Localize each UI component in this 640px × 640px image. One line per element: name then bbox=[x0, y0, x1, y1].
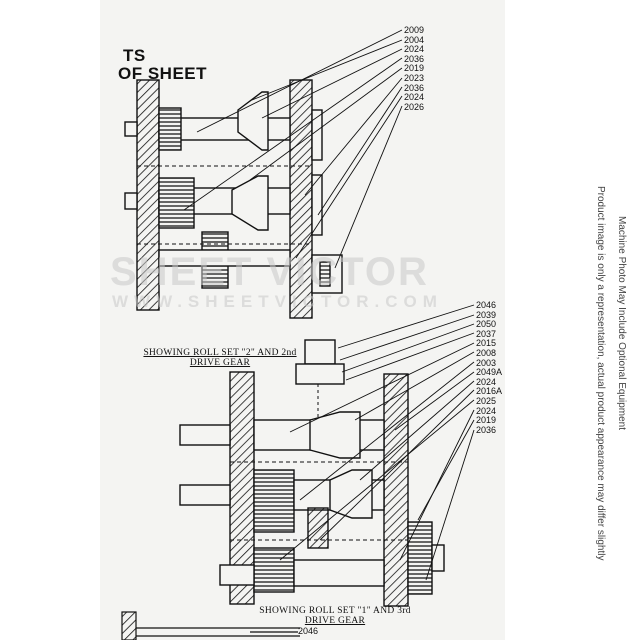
idler-gear bbox=[307, 507, 329, 549]
part-number-callout: 2024 bbox=[404, 92, 425, 103]
caption-lower-line2: DRIVE GEAR bbox=[304, 616, 366, 626]
part-number-callout: 2036 bbox=[404, 82, 425, 93]
lower-bottom-gear bbox=[253, 547, 295, 593]
header-line1: TS bbox=[123, 46, 146, 65]
watermark-brand: SHEET VICTOR bbox=[110, 250, 429, 294]
part-number-callout: 2019 bbox=[476, 415, 497, 426]
part-number-callout: 2015 bbox=[476, 338, 497, 349]
part-number-callout: 2008 bbox=[476, 348, 497, 358]
part-number-callout: 2036 bbox=[404, 53, 425, 64]
top-roll-profile bbox=[237, 91, 269, 151]
part-number-callout: 2019 bbox=[404, 63, 425, 74]
caption-upper-line1: SHOWING ROLL SET "2" AND 2nd bbox=[143, 348, 297, 358]
lower-main-gear bbox=[253, 469, 295, 533]
part-number-callout: 2036 bbox=[476, 424, 497, 435]
caption-lower: SHOWING ROLL SET "1" AND 3rd DRIVE GEAR bbox=[250, 606, 420, 626]
part-number-callout: 2004 bbox=[404, 34, 425, 45]
part-number-callout: 2024 bbox=[476, 405, 497, 416]
part-number-callout: 2009 bbox=[404, 25, 425, 35]
middle-drive-gear bbox=[158, 177, 195, 229]
lower-leader-lines bbox=[279, 304, 475, 581]
part-number-callout: 2025 bbox=[476, 396, 497, 406]
part-number-callout: 2050 bbox=[476, 319, 497, 330]
part-number-callout: 2049A bbox=[476, 367, 503, 378]
watermark-url: WWW.SHEETVICTOR.COM bbox=[112, 292, 443, 311]
bottom-partial-view bbox=[121, 611, 300, 640]
lower-right-housing-plate bbox=[383, 373, 409, 607]
part-number-callout: 2026 bbox=[404, 101, 425, 112]
third-drive-gear bbox=[407, 521, 433, 595]
caption-lower-line1: SHOWING ROLL SET "1" AND 3rd bbox=[259, 606, 411, 616]
part-number-callout: 2023 bbox=[404, 73, 425, 83]
caption-upper-line2: DRIVE GEAR bbox=[189, 358, 251, 368]
side-note-representation: Product image is only a representation, … bbox=[595, 186, 606, 561]
header-line2: OF SHEET bbox=[118, 64, 208, 83]
part-number-callout: 2016A bbox=[476, 386, 503, 397]
upper-leader-lines bbox=[183, 29, 403, 269]
adjusting-nut bbox=[304, 339, 336, 365]
middle-roll-profile bbox=[231, 175, 269, 231]
part-number-callout: 2037 bbox=[476, 328, 497, 339]
part-number-callout: 2024 bbox=[404, 44, 425, 55]
top-drive-gear bbox=[158, 107, 182, 151]
side-note-optional-equipment: Machine Photo May Include Optional Equip… bbox=[616, 216, 627, 431]
upper-assembly bbox=[124, 79, 343, 319]
bottom-callout: 2046 bbox=[298, 626, 319, 636]
part-number-callout: 2046 bbox=[476, 300, 497, 310]
caption-upper: SHOWING ROLL SET "2" AND 2nd DRIVE GEAR bbox=[136, 348, 304, 368]
part-number-callout: 2024 bbox=[476, 376, 497, 387]
lower-assembly bbox=[179, 339, 445, 607]
part-number-callout: 2039 bbox=[476, 309, 497, 320]
part-number-callout: 2003 bbox=[476, 357, 497, 368]
